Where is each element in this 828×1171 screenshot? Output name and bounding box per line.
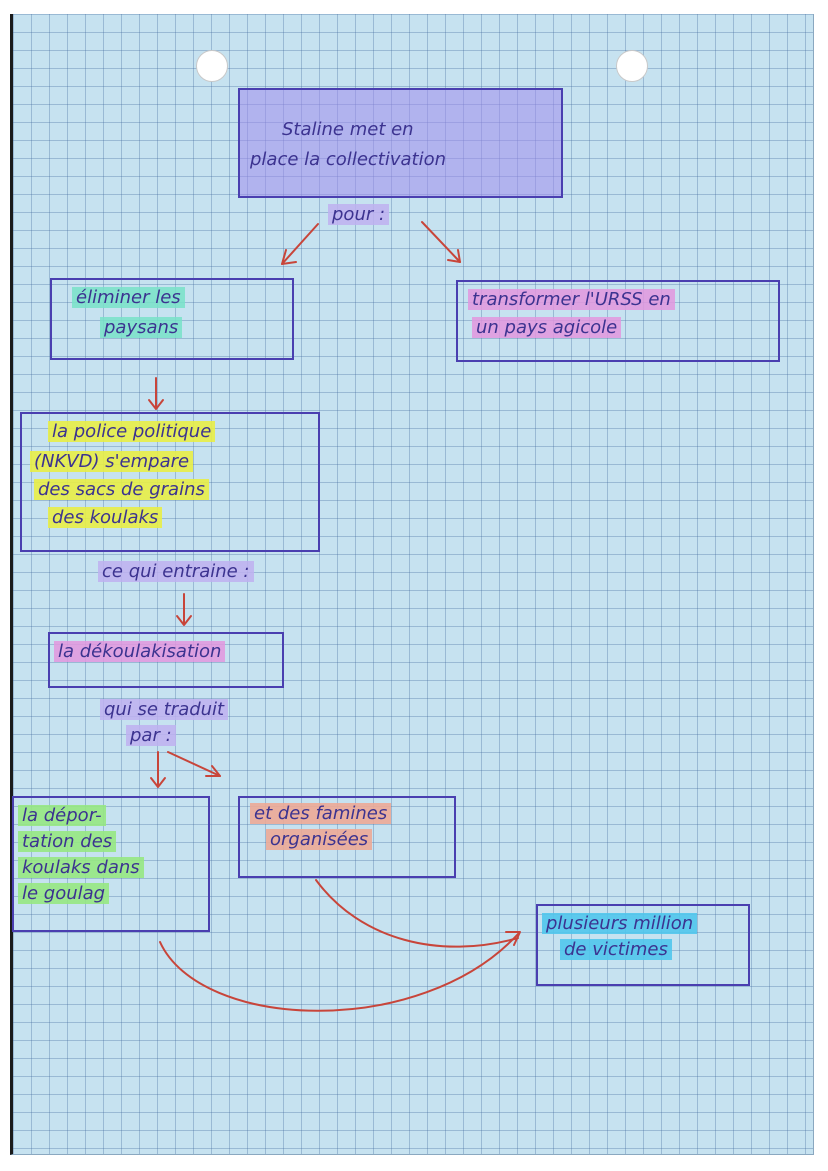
title-line-1: Staline met en — [282, 119, 414, 140]
transform-line-2: un pays agicole — [472, 317, 622, 339]
eliminate-line-1: éliminer les — [72, 287, 185, 309]
connector-pour-text: pour : — [328, 204, 390, 225]
dekoulakisation-label: la dékoulakisation — [54, 641, 226, 663]
transform-line-1: transformer l'URSS en — [468, 289, 675, 311]
arrow-deportation-to-victims — [159, 933, 519, 1012]
connector-entraine: ce qui entraine : — [98, 561, 254, 583]
victims-box — [536, 904, 750, 986]
deportation-line-3-text: koulaks dans — [18, 857, 144, 878]
arrow-to-eliminate-head — [281, 249, 297, 265]
punch-hole-left — [196, 50, 228, 82]
transform-urss-box — [456, 280, 780, 362]
punch-hole-right — [616, 50, 648, 82]
deportation-line-1-text: la dépor- — [18, 805, 106, 826]
famines-line-1: et des famines — [250, 803, 392, 825]
nkvd-line-4-text: des koulaks — [48, 507, 163, 528]
victims-line-1: plusieurs million — [542, 913, 698, 935]
famines-line-2: organisées — [266, 829, 373, 851]
nkvd-line-3-text: des sacs de grains — [34, 479, 209, 500]
arrow-famines-to-victims — [315, 879, 519, 948]
victims-line-2: de victimes — [560, 939, 672, 961]
nkvd-box — [20, 412, 320, 552]
nkvd-line-1: la police politique — [48, 421, 216, 443]
dekoulakisation-text: la dékoulakisation — [54, 641, 226, 662]
famines-line-2-text: organisées — [266, 829, 373, 850]
nkvd-line-2-text: (NKVD) s'empare — [30, 451, 194, 472]
nkvd-line-2: (NKVD) s'empare — [30, 451, 194, 473]
deportation-box — [12, 796, 210, 932]
arrow-to-victims-head — [505, 931, 521, 946]
arrow-to-eliminate — [281, 223, 319, 265]
famines-line-1-text: et des famines — [250, 803, 392, 824]
deportation-line-3: koulaks dans — [18, 857, 144, 879]
arrow-to-dekoulakisation-head — [176, 615, 192, 626]
connector-traduit-1: qui se traduit — [100, 699, 229, 721]
eliminate-peasants-box — [50, 278, 294, 360]
arrow-to-nkvd-head — [148, 399, 164, 410]
deportation-line-2-text: tation des — [18, 831, 117, 852]
transform-line-2-text: un pays agicole — [472, 317, 622, 338]
connector-traduit-2-text: par : — [126, 725, 176, 746]
victims-line-1-text: plusieurs million — [542, 913, 698, 934]
deportation-line-4: le goulag — [18, 883, 110, 905]
arrow-to-famines — [167, 751, 221, 777]
victims-line-2-text: de victimes — [560, 939, 672, 960]
connector-entraine-text: ce qui entraine : — [98, 561, 254, 582]
connector-traduit-2: par : — [126, 725, 176, 747]
grid-paper — [10, 14, 814, 1155]
transform-line-1-text: transformer l'URSS en — [468, 289, 675, 310]
eliminate-line-2-text: paysans — [100, 317, 183, 338]
nkvd-line-4: des koulaks — [48, 507, 163, 529]
nkvd-line-1-text: la police politique — [48, 421, 216, 442]
title-box — [238, 88, 563, 198]
famines-box — [238, 796, 456, 878]
title-line-2: place la collectivation — [250, 149, 447, 170]
arrow-to-deportation-head — [150, 777, 166, 788]
deportation-line-1: la dépor- — [18, 805, 106, 827]
eliminate-line-1-text: éliminer les — [72, 287, 185, 308]
arrow-to-transform-head — [447, 249, 461, 263]
deportation-line-4-text: le goulag — [18, 883, 110, 904]
eliminate-line-2: paysans — [100, 317, 183, 339]
arrow-to-transform — [421, 221, 461, 263]
deportation-line-2: tation des — [18, 831, 117, 853]
connector-pour: pour : — [328, 204, 390, 226]
nkvd-line-3: des sacs de grains — [34, 479, 209, 501]
dekoulakisation-box — [48, 632, 284, 688]
arrow-to-famines-head — [205, 765, 221, 777]
connector-traduit-1-text: qui se traduit — [100, 699, 229, 720]
